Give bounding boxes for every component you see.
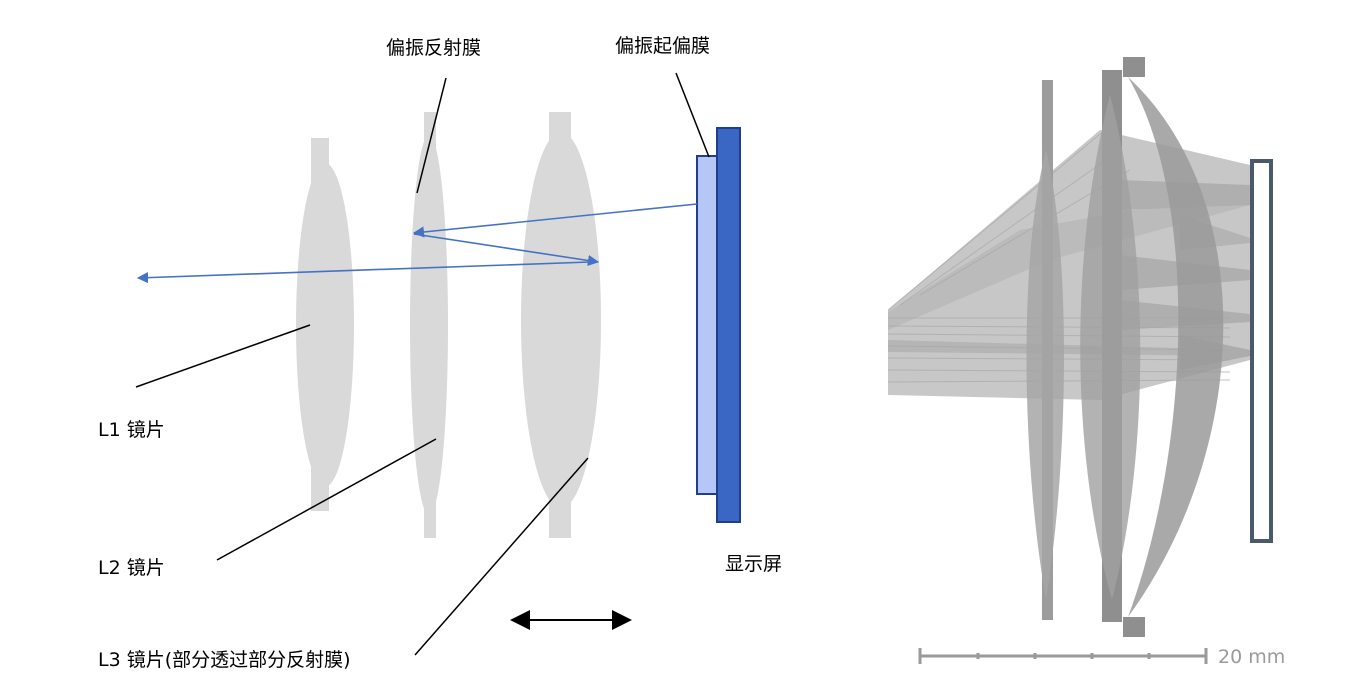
lens-l1 (296, 138, 354, 511)
sim-lens-1 (1026, 80, 1064, 620)
movement-arrow (510, 610, 632, 630)
sim-display-frame (1250, 159, 1273, 543)
display-screen (716, 127, 741, 523)
ray-display-to-l2 (412, 203, 698, 238)
sim-lens-2 (1080, 70, 1141, 622)
leader-reflective-film (416, 77, 447, 194)
leader-l3 (414, 457, 589, 656)
ray-l3-to-eye (136, 261, 591, 284)
leader-polarizing-film (675, 72, 710, 158)
display-assembly (696, 127, 741, 523)
label-display: 显示屏 (725, 553, 782, 575)
label-polarizing-film: 偏振起偏膜 (615, 35, 710, 57)
light-path (136, 203, 698, 284)
label-l1: L1 镜片 (98, 419, 165, 441)
lens-l2 (410, 112, 448, 538)
ray-l2-to-l3 (413, 233, 600, 267)
label-l3: L3 镜片(部分透过部分反射膜) (98, 649, 351, 671)
scale-bar (918, 648, 1208, 664)
polarizing-film-layer (696, 155, 718, 495)
lens-l3 (521, 112, 601, 538)
label-polarizing-reflective-film: 偏振反射膜 (386, 37, 481, 59)
scale-bar-label: 20 mm (1218, 646, 1285, 668)
schematic-panel: 偏振反射膜 偏振起偏膜 L1 镜片 L2 镜片 L3 镜片(部分透过部分反射膜)… (98, 35, 782, 671)
simulation-panel: 20 mm (887, 57, 1285, 668)
leader-lines (135, 72, 710, 656)
sim-lens-3 (1123, 57, 1224, 637)
leader-l1 (135, 324, 311, 388)
label-l2: L2 镜片 (98, 557, 165, 579)
leader-l2 (216, 438, 437, 561)
